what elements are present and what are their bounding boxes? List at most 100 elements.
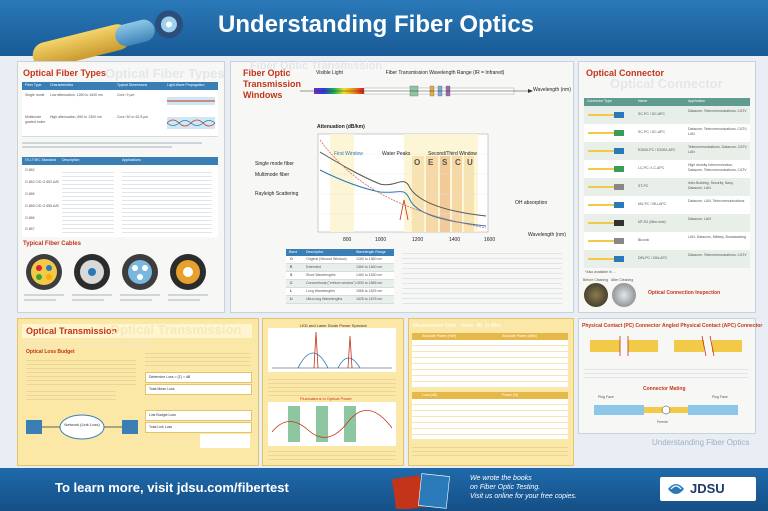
rayleigh-legend: Rayleigh Scattering: [255, 191, 299, 197]
jdsu-logo-icon: [668, 484, 684, 494]
measurement-notes: [412, 444, 568, 458]
wavelength-axis-label-top: Wavelength (nm): [533, 87, 571, 93]
inspection-title: Optical Connection Inspection: [648, 290, 721, 296]
measurement-table-body: [412, 340, 568, 388]
mating-title: Connector Mating: [643, 386, 686, 392]
loss-table-body: [412, 399, 568, 439]
band-c-label: C: [455, 158, 461, 167]
x-tick-1200: 1200: [412, 237, 424, 243]
cable-cross-section-3: [122, 254, 158, 290]
second-third-window-label: Second/Third Window: [428, 151, 477, 157]
cable-cross-section-2: [74, 254, 110, 290]
x-tick-1400: 1400: [449, 237, 461, 243]
multimode-legend: Multimode fiber: [255, 172, 290, 178]
first-window-label: First Window: [334, 151, 363, 157]
band-e-label: E: [428, 158, 434, 167]
visible-light-label: Visible Light: [316, 70, 343, 76]
wavelength-spectrum-bar: [300, 85, 533, 97]
fiber-cables-title: Typical Fiber Cables: [23, 241, 81, 247]
water-peaks-label: Water Peaks: [382, 151, 411, 157]
fluctuations-chart: [268, 402, 396, 446]
single-mode-legend: Single mode fiber: [255, 161, 294, 167]
fluctuations-title: Fluctuations in Optical Power: [300, 396, 352, 401]
loss-budget-text: [26, 357, 136, 385]
cable-cross-section-4: [170, 254, 206, 290]
band-s-label: S: [442, 158, 448, 167]
windows-title: Fiber Optic Transmission Windows: [243, 68, 302, 100]
inspection-before-label: Before Cleaning: [583, 278, 609, 282]
table-row: Multimode graded index High attenuation,…: [22, 112, 218, 137]
spectrum-chart: [268, 328, 396, 372]
pc-apc-notes: [584, 366, 748, 378]
connector-table-header: Connector Type Name Application: [584, 98, 750, 106]
connector-sc-icon: [588, 112, 624, 118]
poster-footer-label: Understanding Fiber Optics: [652, 438, 750, 447]
connector-note: *Also available in ...: [585, 270, 616, 274]
transmission-title-bar: [22, 324, 252, 338]
measurement-title: Measurement Units : Watts, dB, or dBm: [413, 323, 501, 329]
col-fiber-type: Fiber Type: [25, 83, 42, 87]
inspection-after-image: [612, 283, 636, 307]
spectrum-text: [268, 376, 396, 396]
standards-table-body: G.652 G.652.C/D G.652.A/B G.655 G.655.C/…: [22, 165, 218, 237]
footer-cta-link[interactable]: To learn more, visit jdsu.com/fibertest: [55, 480, 289, 495]
network-label: Network (Link Loss): [64, 422, 100, 427]
pc-connector-diagram: [590, 336, 658, 356]
table-row: Single mode Low attenuation, 1260 to 164…: [22, 90, 218, 113]
band-o-label: O: [414, 158, 421, 167]
fluctuations-text: [268, 448, 396, 460]
pc-connector-title: Physical Contact (PC) Connector: [582, 323, 661, 329]
wavelength-axis-label-bottom: Wavelength (nm): [528, 232, 566, 238]
x-tick-800: 800: [343, 237, 352, 243]
fiber-cables-illustrations: [24, 254, 208, 301]
inspection-before-image: [584, 283, 608, 307]
connector-e2000-icon: [588, 148, 624, 154]
connector-ghost: Optical Connector: [610, 76, 723, 91]
mating-label-right: Plug Face: [712, 395, 728, 399]
fiber-types-ghost: Optical Fiber Types: [105, 66, 225, 81]
windows-notes: [402, 249, 562, 305]
connector-lc-icon: [588, 166, 624, 172]
x-tick-1600: 1600: [484, 237, 496, 243]
single-mode-propagation-icon: [167, 97, 215, 105]
loss-budget-example: [26, 388, 116, 402]
connector-st-icon: [588, 184, 624, 190]
page-title: Understanding Fiber Optics: [218, 11, 535, 38]
connector-mating-diagram: [594, 405, 738, 415]
books-illustration: [391, 473, 450, 509]
attenuation-chart: [317, 133, 489, 233]
bands-table-header: Band Description Wavelength Range: [286, 249, 394, 256]
standards-table-header: ITU-T/IEC Standard Description Applicati…: [22, 157, 218, 165]
oh-absorption-label: OH absorption: [515, 200, 548, 206]
apc-connector-title: Angled Physical Contact (APC) Connector: [662, 323, 763, 329]
x-tick-1000: 1000: [375, 237, 387, 243]
loss-table-header: Loss (dB) Power (%): [412, 392, 568, 399]
connector-biconic-icon: [588, 238, 624, 244]
connector-sc-apc-icon: [588, 130, 624, 136]
mating-label-center: Ferrule: [657, 420, 669, 424]
attenuation-axis-label: Attenuation (dB/km): [317, 124, 365, 130]
col-propagation: Light-Wave Propagation: [167, 83, 205, 87]
windows-ghost: Fiber Optic Transmission: [250, 60, 383, 72]
fiber-types-title: Optical Fiber Types: [23, 68, 106, 78]
jdsu-logo-text: JDSU: [690, 481, 725, 496]
wdm-range-label: Fiber Transmission Wavelength Range (IR …: [385, 70, 505, 76]
inspection-after-label: After Cleaning: [611, 278, 634, 282]
transmission-ghost: Optical Transmission: [110, 322, 242, 337]
col-dimensions: Typical Dimensions: [117, 83, 148, 87]
